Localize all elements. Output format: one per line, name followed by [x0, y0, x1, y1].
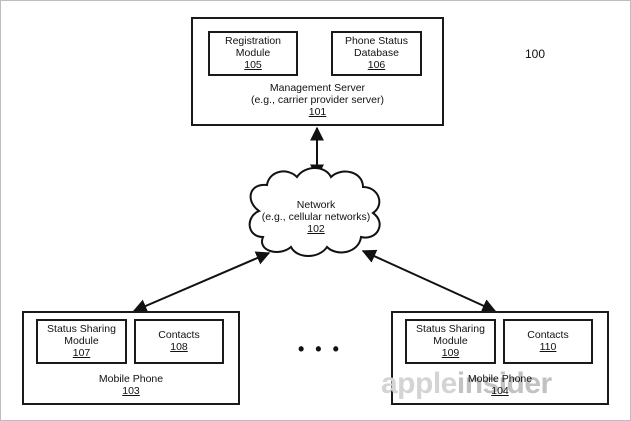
- registration-module-box: [208, 31, 298, 76]
- contacts-left-box: [134, 319, 224, 364]
- contacts-left-label: Contacts 108: [158, 329, 200, 353]
- phone-status-database-label: Phone Status Database 106: [344, 35, 409, 71]
- figure-number: 100: [525, 47, 546, 61]
- more-phones-ellipsis: • • •: [298, 339, 342, 359]
- registration-module-label: Registration Module 105: [224, 35, 282, 71]
- status-sharing-module-left-box: [36, 319, 127, 364]
- network-left-phone-arrow: [132, 251, 271, 313]
- status-sharing-module-right-box: [405, 319, 496, 364]
- status-sharing-module-left-label: Status Sharing Module 107: [47, 323, 116, 359]
- network-right-phone-arrow: [361, 249, 497, 313]
- contacts-right-box: [503, 319, 593, 364]
- mobile-phone-right-label: Mobile Phone 104: [467, 373, 533, 397]
- appleinsider-watermark: appleinsider: [381, 367, 552, 400]
- status-sharing-module-right-label: Status Sharing Module 109: [416, 323, 485, 359]
- contacts-right-label: Contacts 110: [527, 329, 569, 353]
- mobile-phone-left-label: Mobile Phone 103: [98, 373, 164, 397]
- network-label: Network (e.g., cellular networks) 102: [261, 199, 371, 235]
- phone-status-database-box: [331, 31, 422, 76]
- management-server-label: Management Server (e.g., carrier provide…: [250, 82, 385, 118]
- network-cloud-shape: [248, 167, 381, 257]
